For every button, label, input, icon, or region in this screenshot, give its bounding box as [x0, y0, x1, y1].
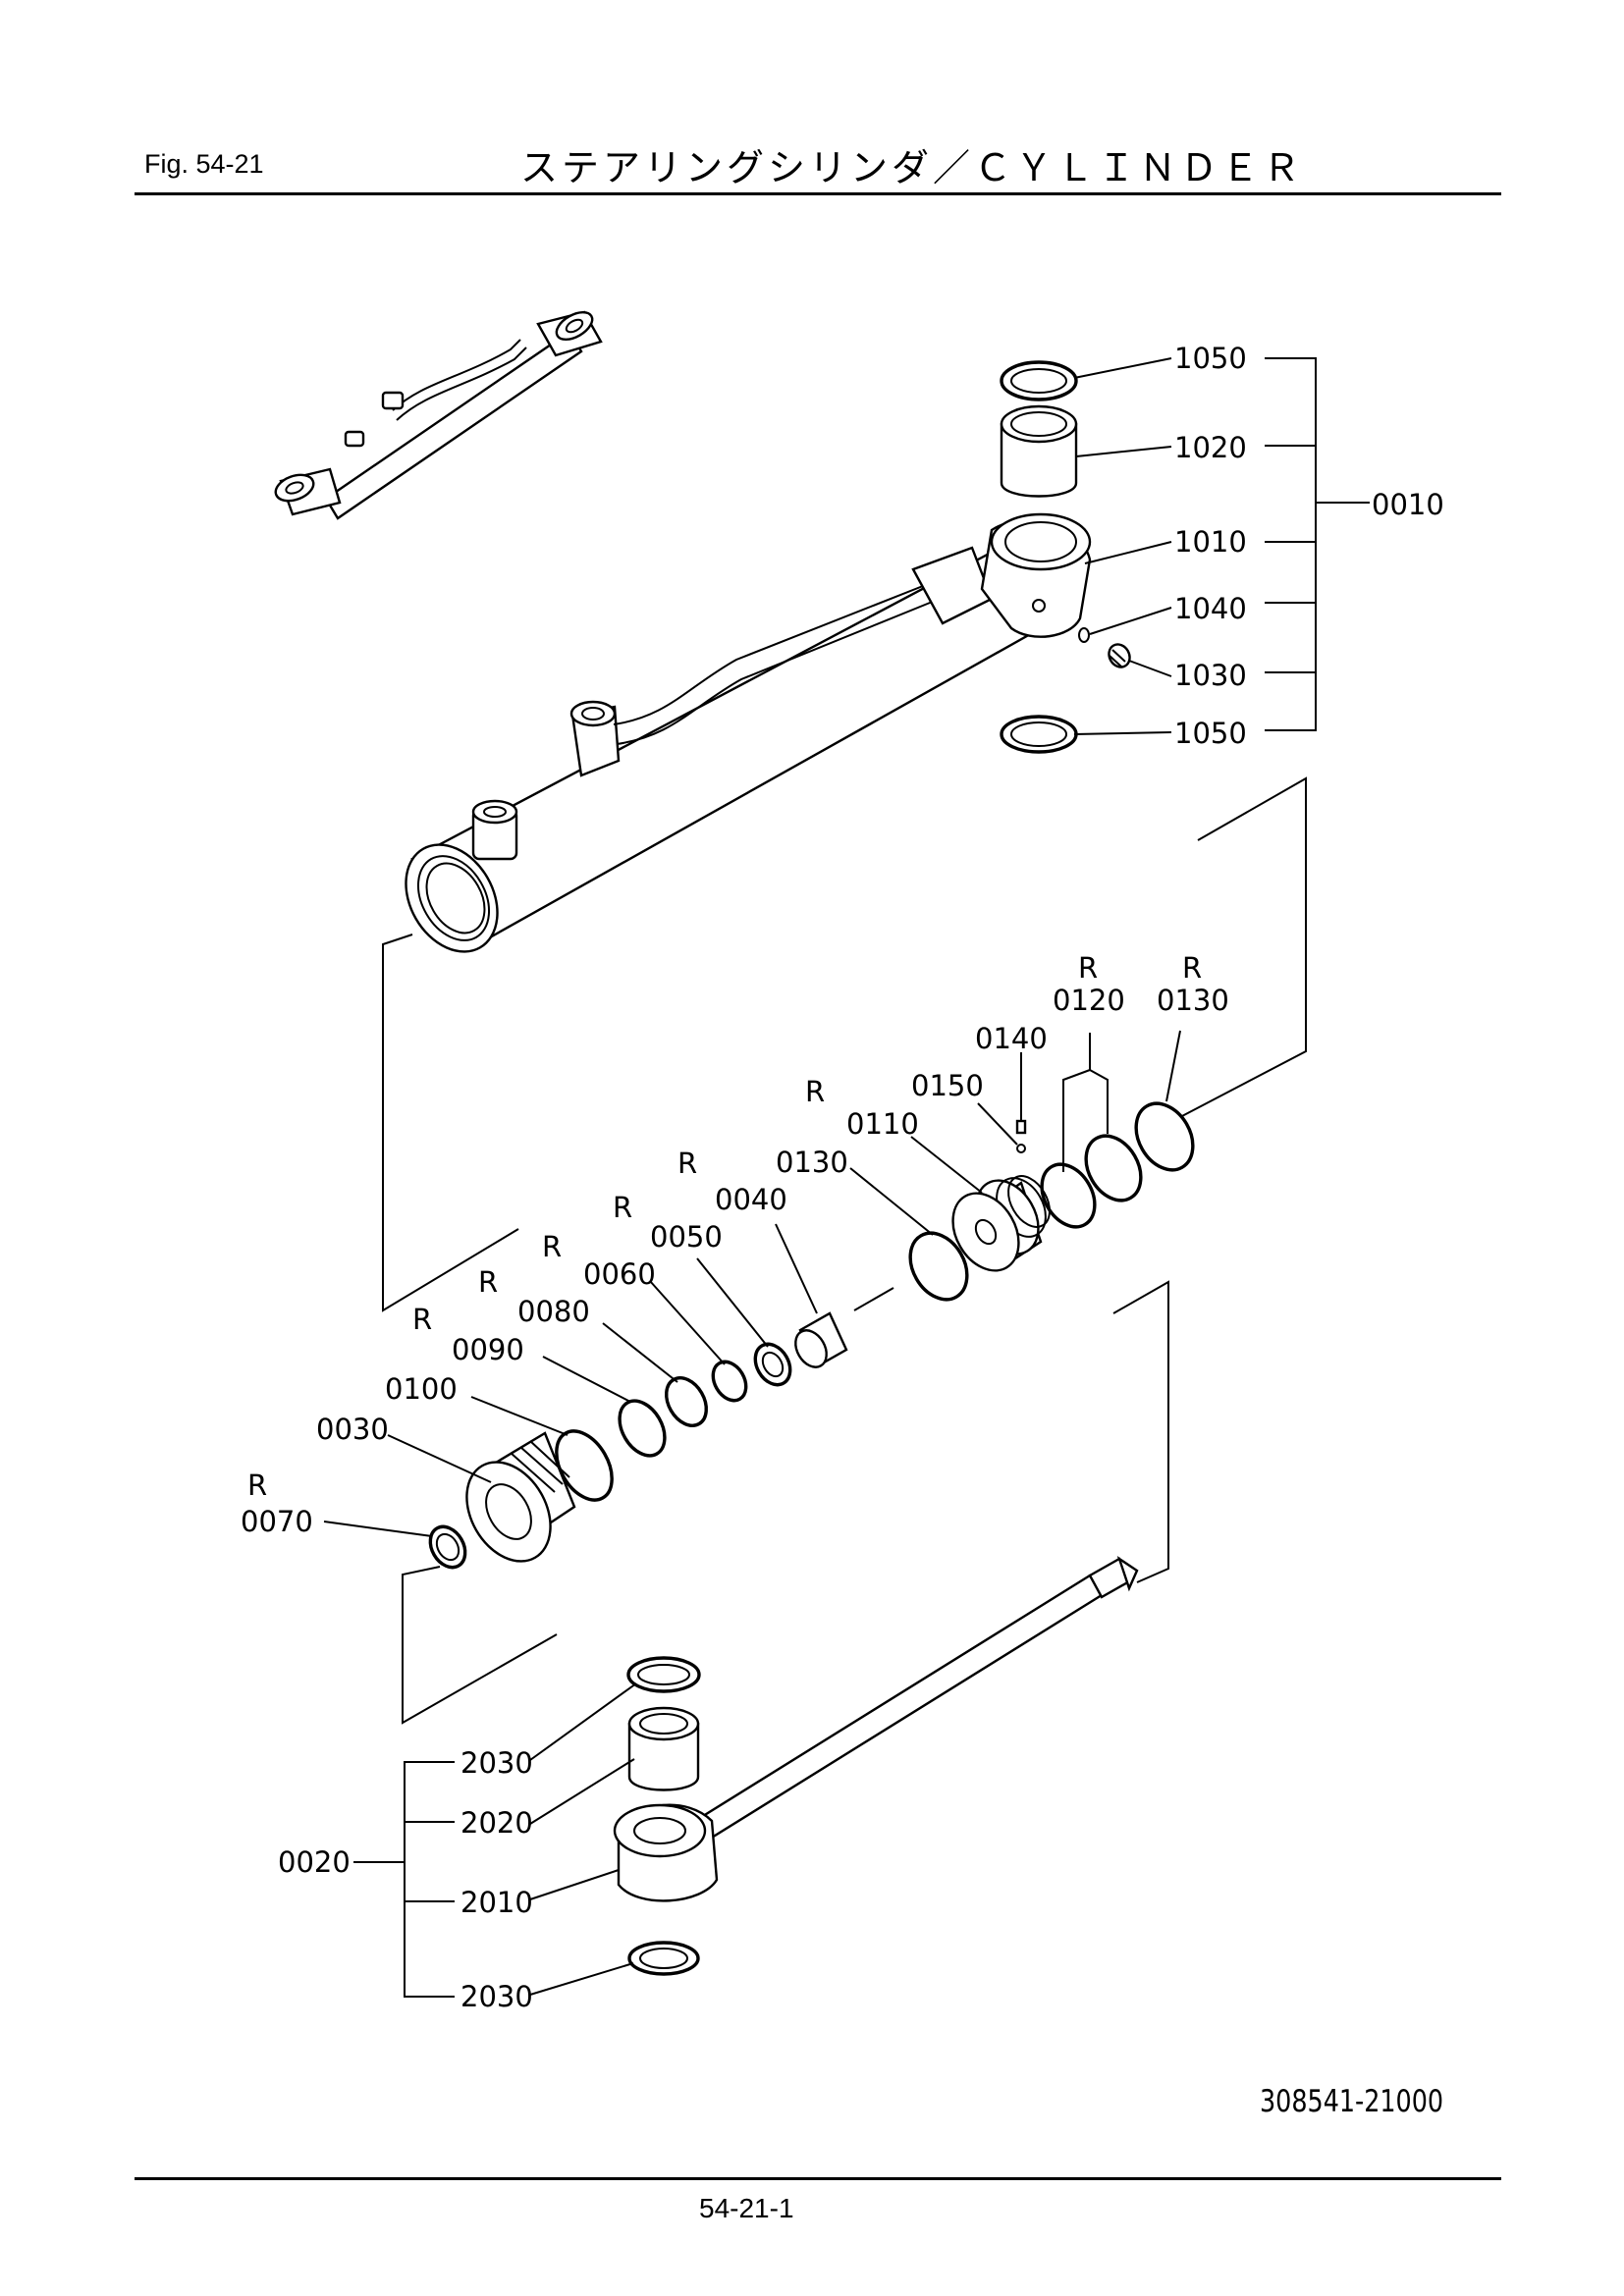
part-label-0090-r: R: [412, 1303, 432, 1336]
part-label-2020: 2020: [460, 1806, 533, 1840]
figure-number: Fig. 54-21: [144, 149, 264, 179]
part-label-1020: 1020: [1174, 431, 1247, 464]
piston-group-illustration: [428, 1101, 1195, 1570]
part-label-0110: 0110: [846, 1107, 919, 1141]
footer-rule: [135, 2177, 1501, 2180]
part-label-2010: 2010: [460, 1886, 533, 1919]
part-label-0010: 0010: [1372, 488, 1444, 521]
part-label-0030: 0030: [316, 1413, 389, 1446]
leader-lines: [323, 357, 1370, 1998]
page-title: ステアリングシリンダ／ＣＹＬＩＮＤＥＲ: [520, 146, 1305, 189]
part-label-0110-r: R: [805, 1075, 825, 1108]
part-label-0130-upper: 0130: [1157, 984, 1229, 1017]
part-label-0130-upper-r: R: [1182, 951, 1202, 985]
part-label-1050-upper: 1050: [1174, 342, 1247, 375]
part-label-0070-r: R: [247, 1468, 267, 1502]
part-label-0070: 0070: [241, 1505, 313, 1538]
part-label-0090: 0090: [452, 1333, 524, 1366]
part-label-2030-lower: 2030: [460, 1980, 533, 2013]
part-label-0100: 0100: [385, 1372, 458, 1406]
overview-cylinder-illustration: [274, 310, 603, 520]
cylinder-tube-illustration: [405, 512, 1092, 953]
part-label-0120: 0120: [1053, 984, 1125, 1017]
part-label-0080: 0080: [517, 1295, 590, 1328]
part-label-0120-r: R: [1078, 951, 1098, 985]
part-label-0040: 0040: [715, 1183, 787, 1216]
page-number: 54-21-1: [699, 2193, 794, 2223]
part-label-1030: 1030: [1174, 659, 1247, 692]
part-label-0150: 0150: [911, 1069, 984, 1102]
part-label-0130-lower: 0130: [776, 1146, 848, 1179]
part-label-1050-lower: 1050: [1174, 717, 1247, 750]
part-label-0060: 0060: [583, 1257, 656, 1291]
part-labels: 1050 1020 0010 1010 1040 1030 1050 R 012…: [241, 342, 1444, 2013]
part-label-0050: 0050: [650, 1220, 723, 1254]
part-label-0050-r: R: [613, 1191, 632, 1224]
rod-end-bushing-parts-illustration: [1000, 360, 1131, 754]
part-label-2030-upper: 2030: [460, 1746, 533, 1780]
part-label-0040-r: R: [677, 1147, 697, 1180]
header-rule: [135, 192, 1501, 195]
assembly-alignment-lines: [382, 776, 1307, 1725]
part-label-0020: 0020: [278, 1845, 351, 1879]
part-label-0060-r: R: [542, 1230, 562, 1263]
part-label-1040: 1040: [1174, 592, 1247, 625]
document-number: 308541-21000: [1260, 2084, 1444, 2119]
part-label-0080-r: R: [478, 1265, 498, 1299]
part-label-1010: 1010: [1174, 525, 1247, 559]
piston-rod-illustration: [613, 1556, 1139, 1976]
part-label-0140: 0140: [975, 1022, 1048, 1055]
